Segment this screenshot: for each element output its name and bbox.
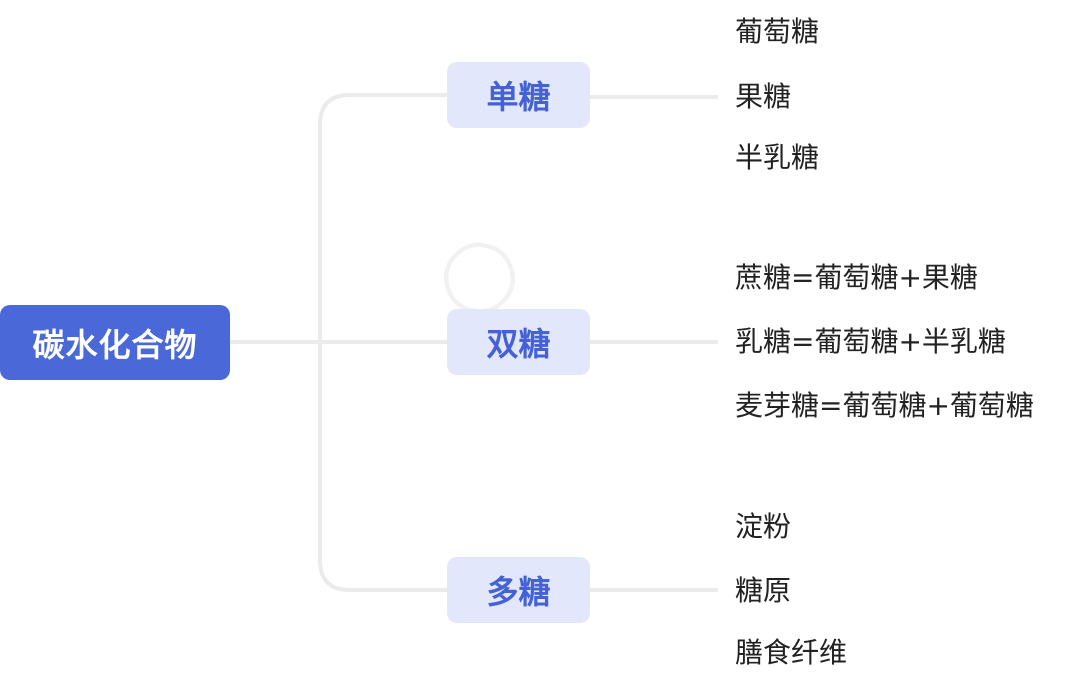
leaf-node: 半乳糖	[735, 141, 820, 174]
leaf-node: 麦芽糖=葡萄糖+葡萄糖	[735, 389, 1034, 422]
leaf-node: 葡萄糖	[735, 15, 820, 48]
leaf-node: 膳食纤维	[735, 636, 848, 669]
branch-node-disaccharide: 双糖	[447, 309, 590, 375]
branch-node-polysaccharide: 多糖	[447, 557, 590, 623]
root-node: 碳水化合物	[0, 305, 230, 380]
leaf-node: 蔗糖=葡萄糖+果糖	[735, 261, 978, 294]
leaf-node: 乳糖=葡萄糖+半乳糖	[735, 325, 1006, 358]
leaf-node: 淀粉	[735, 510, 792, 543]
leaf-node: 果糖	[735, 80, 792, 113]
leaf-node: 糖原	[735, 574, 792, 607]
branch-label: 双糖	[486, 325, 551, 363]
branch-node-monosaccharide: 单糖	[447, 62, 590, 128]
branch-label: 单糖	[486, 78, 551, 116]
branch-label: 多糖	[486, 573, 551, 611]
connector-trunk	[318, 93, 447, 592]
root-label: 碳水化合物	[32, 325, 198, 364]
